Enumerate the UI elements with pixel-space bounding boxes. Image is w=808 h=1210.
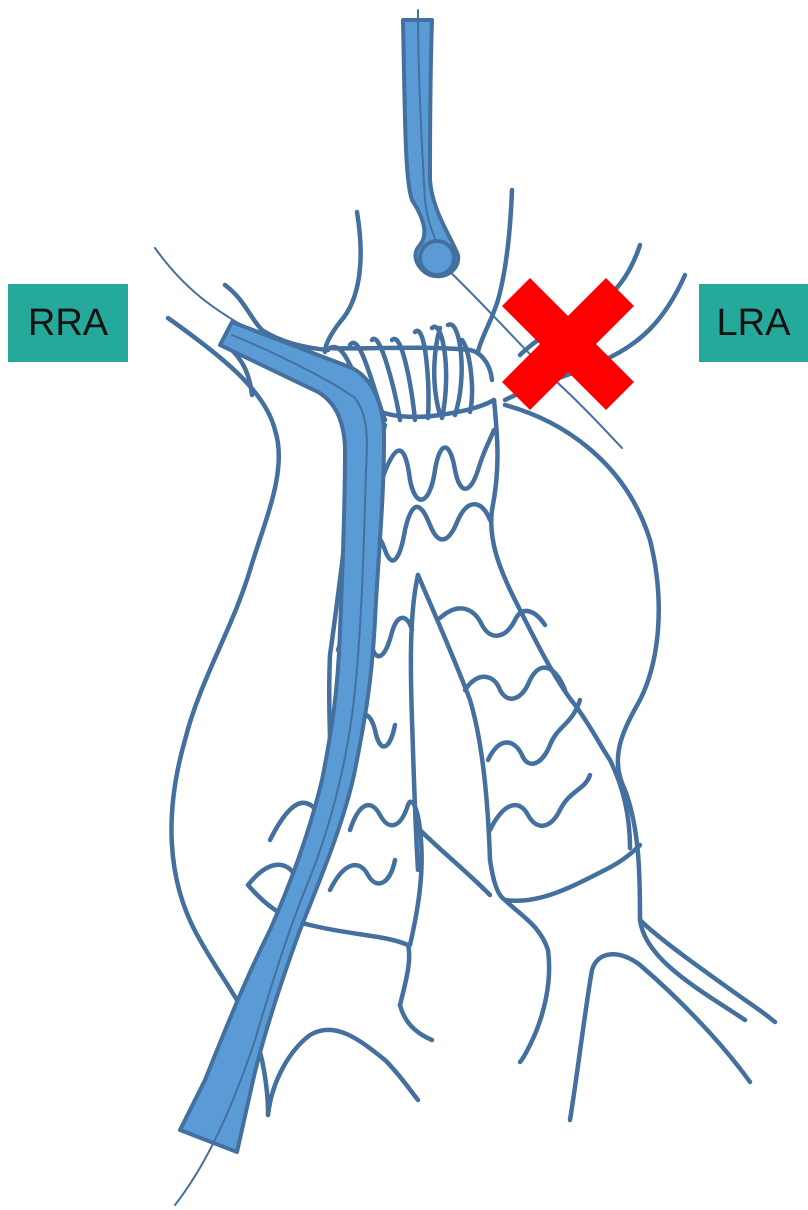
aorta-upper-right-wall — [478, 190, 512, 352]
red-x-stroke-1 — [502, 278, 634, 410]
iliac-limb-junction — [420, 830, 490, 895]
right-catheter-body — [180, 322, 384, 1152]
stent-ring-right-3 — [488, 700, 580, 764]
rra-label: RRA — [28, 302, 108, 345]
left-iliac-inner-2 — [570, 954, 750, 1120]
iliac-ring-mid-1 — [350, 802, 420, 830]
aorta-upper-left-stub — [325, 212, 361, 352]
iliac-ring-mid-2 — [330, 860, 395, 890]
upper-catheter-body — [403, 20, 458, 276]
right-iliac-inner — [400, 1005, 432, 1040]
stent-ring-right-4 — [490, 775, 590, 830]
rra-label-box: RRA — [8, 284, 128, 362]
red-x-cross-icon — [502, 278, 634, 410]
aorta-right-wall — [505, 405, 745, 1020]
stent-ring-right-2 — [465, 668, 565, 699]
right-iliac-outer — [268, 1030, 418, 1115]
lra-label: LRA — [717, 302, 791, 345]
stent-ring-1 — [380, 430, 494, 500]
lra-label-box: LRA — [699, 284, 808, 362]
upper-catheter-loop — [420, 241, 454, 275]
contralateral-limb-left — [411, 575, 418, 870]
left-iliac-inner-1 — [505, 900, 549, 1062]
left-iliac-outer — [640, 920, 775, 1022]
upper-catheter — [403, 10, 458, 276]
iliac-limb-outline-right — [490, 845, 640, 901]
